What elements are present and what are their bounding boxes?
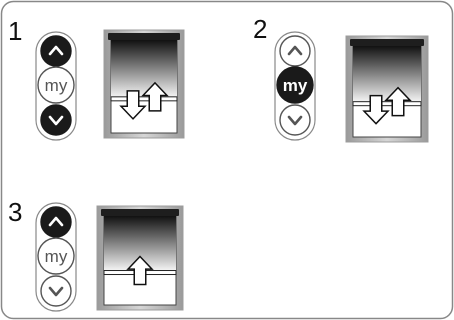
remote-3: my bbox=[35, 202, 77, 312]
arrow-down-icon bbox=[119, 90, 147, 120]
arrow-up-icon bbox=[384, 86, 412, 117]
chevron-up-icon bbox=[48, 45, 64, 56]
window-shade-1 bbox=[103, 29, 185, 139]
step-number-3: 3 bbox=[8, 197, 23, 227]
step-number-1: 1 bbox=[8, 16, 23, 46]
up-button[interactable] bbox=[279, 35, 311, 67]
remote-1: my bbox=[35, 31, 77, 141]
arrow-up-icon bbox=[126, 255, 154, 286]
down-button[interactable] bbox=[40, 275, 72, 307]
window-shade-3 bbox=[96, 205, 184, 311]
chevron-down-icon bbox=[48, 115, 64, 126]
my-button-label: my bbox=[283, 76, 308, 95]
down-button[interactable] bbox=[40, 104, 72, 136]
remote-2: my bbox=[274, 31, 316, 141]
chevron-up-icon bbox=[287, 45, 303, 56]
my-button[interactable]: my bbox=[37, 66, 75, 104]
my-button-label: my bbox=[45, 247, 68, 266]
up-button[interactable] bbox=[40, 35, 72, 67]
up-button[interactable] bbox=[40, 206, 72, 238]
my-button[interactable]: my bbox=[276, 66, 314, 104]
chevron-down-icon bbox=[287, 115, 303, 126]
step-number-2: 2 bbox=[253, 14, 268, 44]
down-button[interactable] bbox=[279, 104, 311, 136]
chevron-up-icon bbox=[48, 216, 64, 227]
arrow-up-icon bbox=[141, 81, 169, 112]
window-shade-2 bbox=[345, 35, 429, 143]
my-button-label: my bbox=[45, 76, 68, 95]
chevron-down-icon bbox=[48, 286, 64, 297]
arrow-down-icon bbox=[362, 94, 390, 125]
my-button[interactable]: my bbox=[37, 237, 75, 275]
